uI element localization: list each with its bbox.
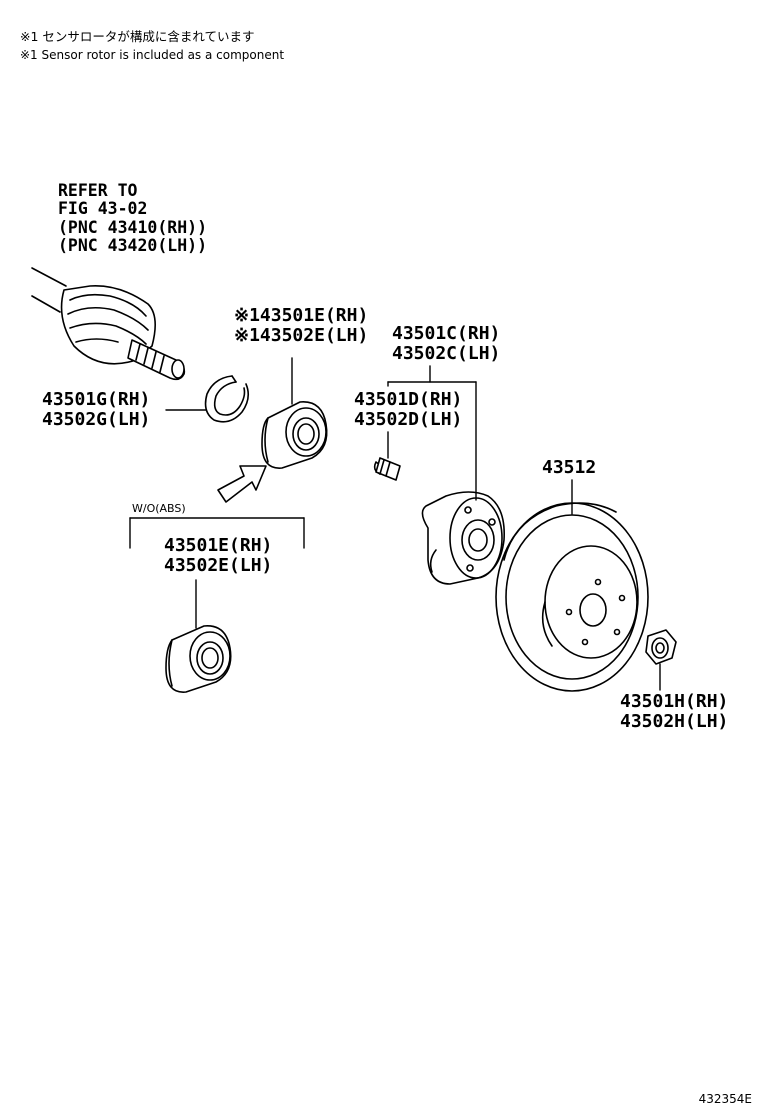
bearing-no-abs-rh: 43501E(RH) [164,535,273,556]
disc-number: 43512 [542,457,597,478]
refer-line-2: FIG 43-02 [58,199,148,219]
snap-ring [204,375,250,423]
bearing-sensor-lh: ※143502E(LH) [234,325,369,347]
refer-line-1: REFER TO [58,181,138,200]
figure-code: 432354E [698,1092,752,1106]
hub-label: 43501C(RH) 43502C(LH) [392,323,501,365]
leader-lines [129,357,661,691]
axle-hub [421,491,505,585]
snap-ring-label: 43501G(RH) 43502G(LH) [42,389,151,431]
refer-line-4: (PNC 43420(LH)) [58,236,208,256]
bearing-sensor-label: ※143501E(RH) ※143502E(LH) [234,305,369,347]
refer-note: REFER TO FIG 43-02 (PNC 43410(RH)) (PNC … [58,181,208,256]
bearing-sensor-rh: ※143501E(RH) [234,305,369,326]
hub-bolt [373,457,401,481]
nut-rh: 43501H(RH) [620,691,729,712]
arrow [217,465,267,503]
snap-ring-lh: 43502G(LH) [42,409,151,431]
note-english: ※1 Sensor rotor is included as a compone… [20,48,285,62]
hub-bolt-label: 43501D(RH) 43502D(LH) [354,389,463,431]
hub-lh: 43502C(LH) [392,343,501,365]
snap-ring-rh: 43501G(RH) [42,389,151,410]
note-japanese: ※1 センサロータが構成に含まれています [20,29,255,44]
hub-bearing-sensor [261,401,328,469]
hub-bearing-no-abs [165,625,232,693]
hub-bolt-rh: 43501D(RH) [354,389,463,410]
hub-rh: 43501C(RH) [392,323,501,344]
disc-label: 43512 [542,457,597,478]
lock-nut [645,629,677,665]
variant-label: W/O(ABS) [132,502,186,515]
refer-line-3: (PNC 43410(RH)) [58,217,208,237]
brake-disc [495,502,649,692]
drive-shaft [31,267,186,381]
bearing-no-abs-lh: 43502E(LH) [164,555,273,577]
hub-bolt-lh: 43502D(LH) [354,409,463,431]
nut-lh: 43502H(LH) [620,711,729,733]
bearing-no-abs-label: 43501E(RH) 43502E(LH) [164,535,273,577]
nut-label: 43501H(RH) 43502H(LH) [620,691,729,733]
